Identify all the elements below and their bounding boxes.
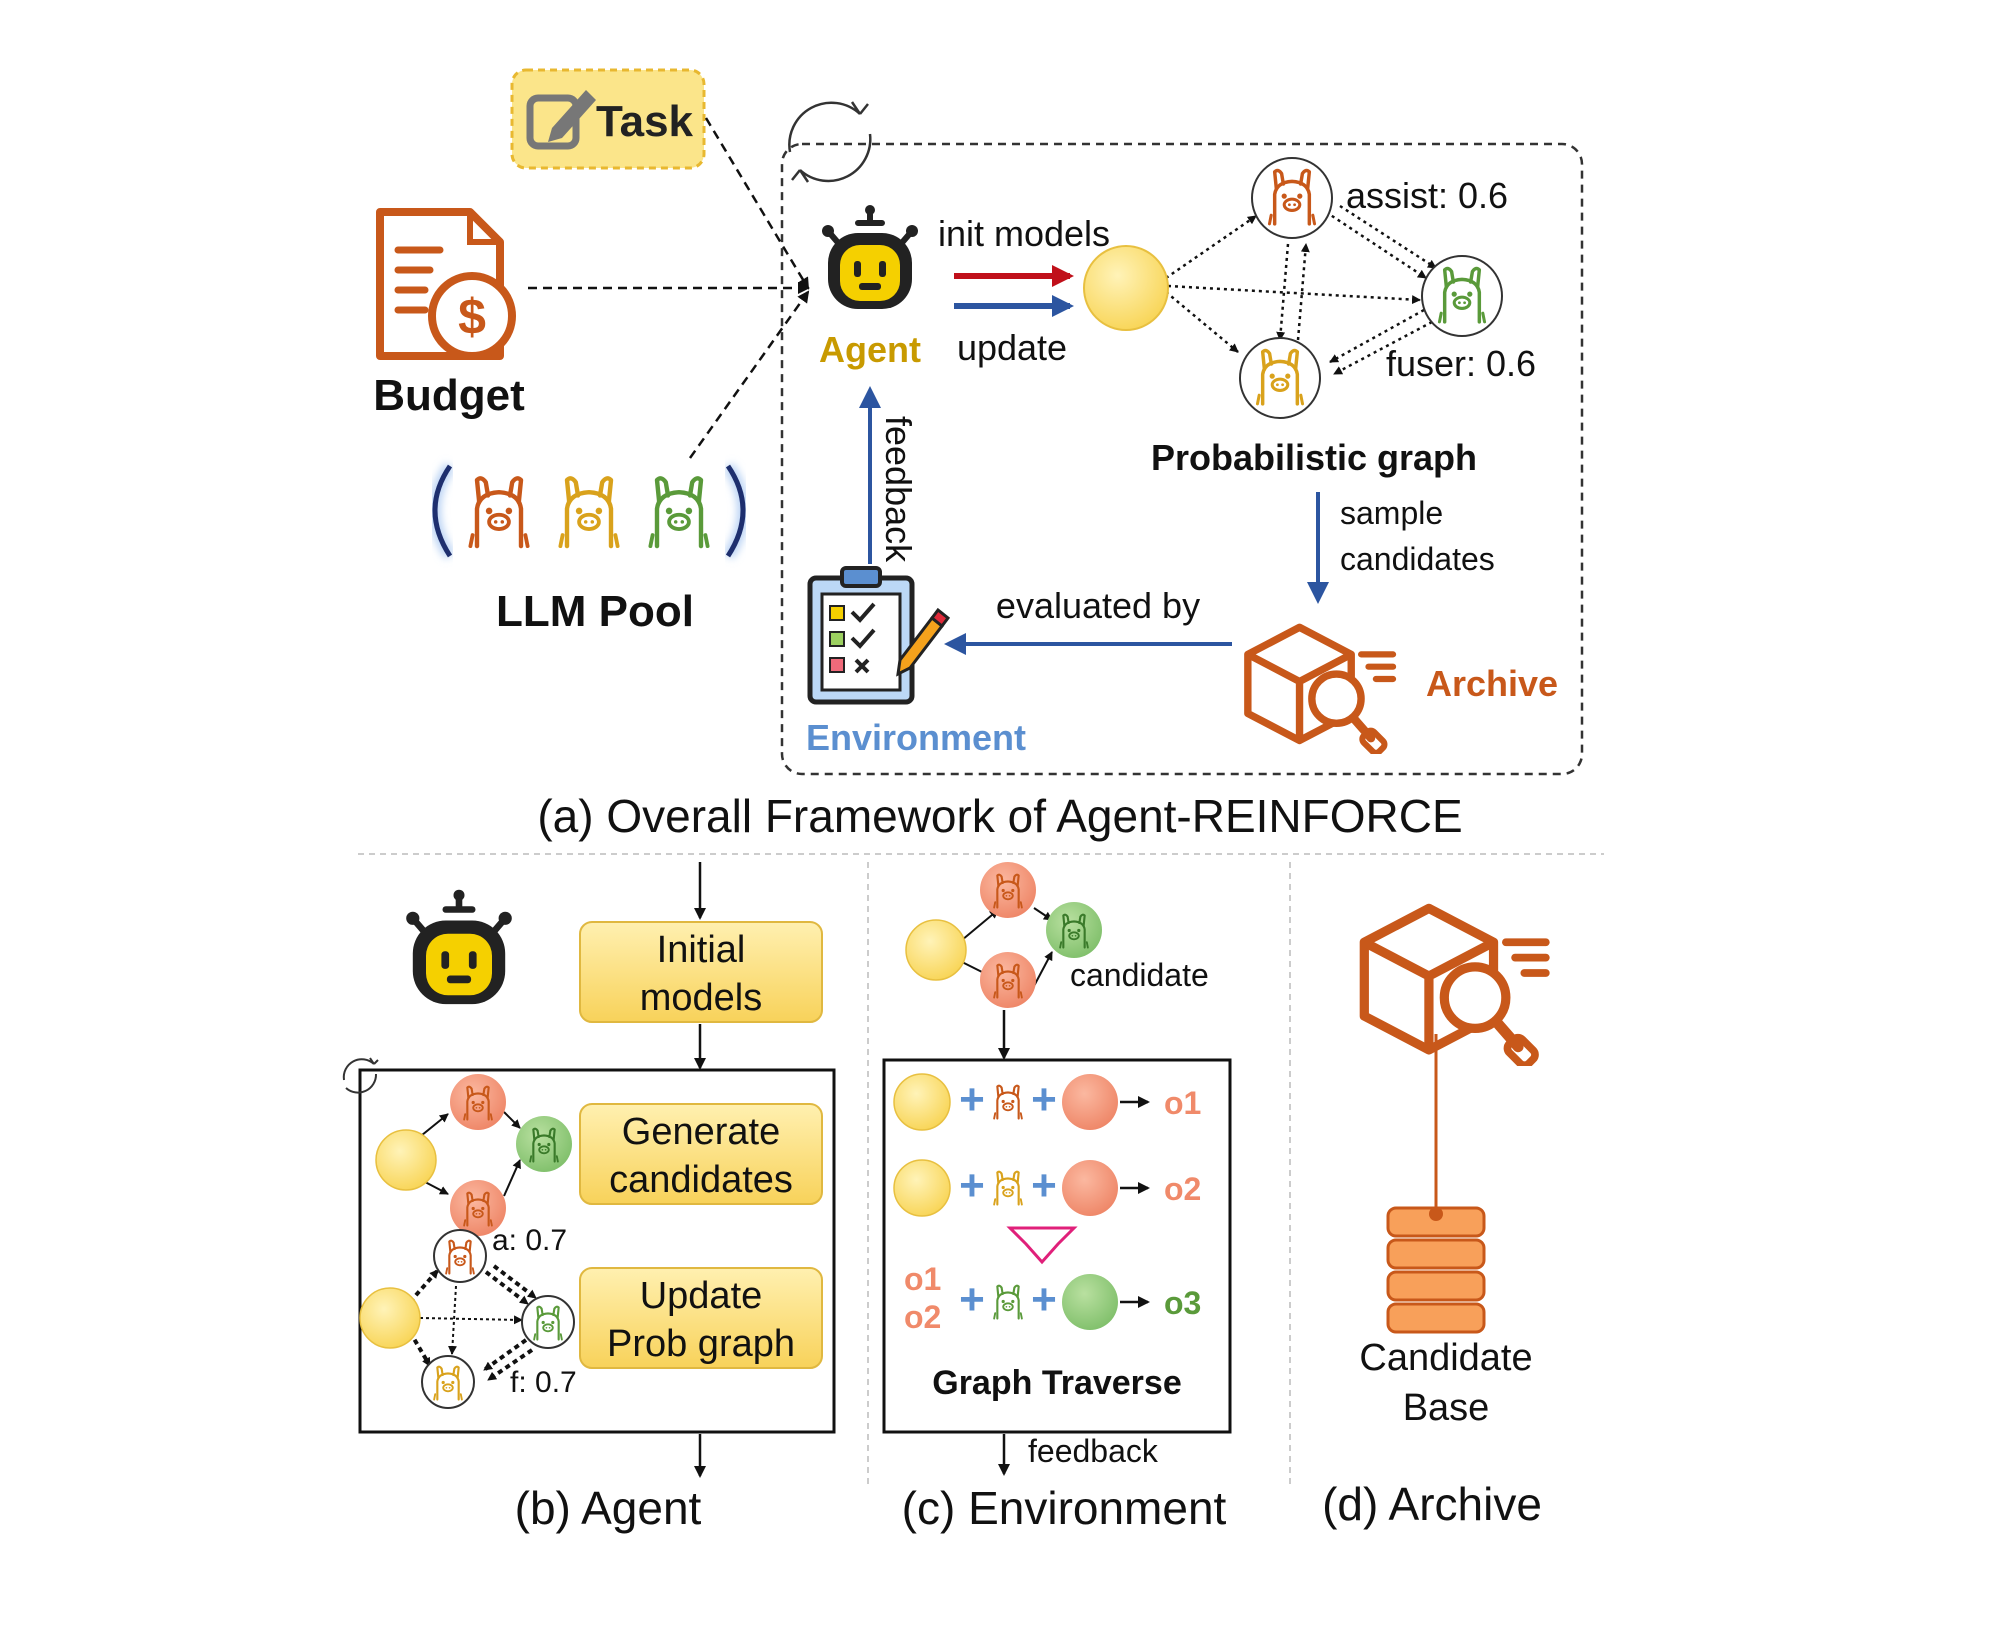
svg-text:$: $ xyxy=(458,289,486,345)
f-label: f: 0.7 xyxy=(510,1366,577,1399)
o3-output: o3 xyxy=(1164,1285,1201,1321)
feedback-label: feedback xyxy=(878,416,919,563)
agent-loop-box xyxy=(780,142,1584,776)
llama-icon xyxy=(470,478,527,546)
assist-label: assist: 0.6 xyxy=(1346,175,1508,216)
agent-label: Agent xyxy=(819,329,921,370)
pool-to-agent-arrow xyxy=(688,290,810,459)
candidate-base-line2: Base xyxy=(1403,1387,1490,1429)
o1-output: o1 xyxy=(1164,1085,1201,1121)
llama-icon xyxy=(560,478,617,546)
box-search-icon xyxy=(1248,627,1393,755)
task-to-agent-arrow xyxy=(704,117,810,290)
initial-line2: models xyxy=(640,977,763,1019)
llama-icon xyxy=(650,478,707,546)
archive-label: Archive xyxy=(1426,663,1558,704)
candidate-mini-graph xyxy=(375,1074,572,1236)
sample-label-2: candidates xyxy=(1340,541,1495,577)
svg-text:+: + xyxy=(1031,1075,1057,1124)
update-label: update xyxy=(957,327,1067,368)
prob-mini-graph xyxy=(359,1229,575,1409)
llm-pool-label: LLM Pool xyxy=(496,587,694,636)
traverse-row-3: o1 o2 + + o3 xyxy=(904,1261,1201,1335)
graph-traverse-label: Graph Traverse xyxy=(932,1364,1181,1402)
box-search-icon xyxy=(1364,908,1546,1067)
caption-b: (b) Agent xyxy=(515,1482,702,1534)
input-node xyxy=(1083,245,1169,331)
refresh-icon xyxy=(342,1057,379,1094)
update-prob-graph-box xyxy=(579,1267,823,1369)
traverse-row-1: + + o1 xyxy=(893,1073,1201,1131)
caption-a: (a) Overall Framework of Agent-REINFORCE xyxy=(537,790,1462,842)
init-models-label: init models xyxy=(938,213,1110,254)
o1-input: o1 xyxy=(904,1261,941,1297)
robot-icon xyxy=(406,890,512,1004)
sample-label-1: sample xyxy=(1340,495,1443,531)
clipboard-checklist-icon xyxy=(807,566,951,705)
update-line2: Prob graph xyxy=(607,1323,795,1365)
svg-text:+: + xyxy=(959,1275,985,1324)
probabilistic-graph xyxy=(1083,157,1503,419)
initial-models-box xyxy=(579,921,823,1023)
panel-c: candidate + + o1 + + o2 o1 o2 xyxy=(882,862,1232,1534)
task-label: Task xyxy=(596,97,694,146)
candidate-base-line1: Candidate xyxy=(1359,1337,1532,1379)
caption-d: (d) Archive xyxy=(1322,1478,1542,1530)
prob-graph-label: Probabilistic graph xyxy=(1151,437,1477,478)
robot-icon xyxy=(822,205,918,309)
svg-text:+: + xyxy=(1031,1161,1057,1210)
generate-line1: Generate xyxy=(622,1111,780,1153)
refresh-icon xyxy=(788,101,872,183)
initial-line1: Initial xyxy=(657,929,746,971)
panel-d: Candidate Base (d) Archive xyxy=(1322,908,1546,1530)
invoice-dollar-icon: $ xyxy=(376,208,516,360)
svg-text:+: + xyxy=(1031,1275,1057,1324)
fuser-label: fuser: 0.6 xyxy=(1386,343,1536,384)
edit-icon xyxy=(526,90,596,150)
svg-text:+: + xyxy=(959,1161,985,1210)
generate-candidates-box xyxy=(579,1103,823,1205)
candidate-label: candidate xyxy=(1070,957,1209,993)
database-icon xyxy=(1386,1206,1486,1334)
budget-label: Budget xyxy=(373,371,525,420)
generate-line2: candidates xyxy=(609,1159,793,1201)
candidate-graph xyxy=(905,862,1102,1008)
a-label: a: 0.7 xyxy=(492,1224,567,1257)
svg-text:+: + xyxy=(959,1075,985,1124)
o2-input: o2 xyxy=(904,1299,941,1335)
o2-output: o2 xyxy=(1164,1171,1201,1207)
llm-pool xyxy=(429,462,749,560)
evaluated-label: evaluated by xyxy=(996,585,1200,626)
down-hollow-arrow xyxy=(1006,1226,1078,1265)
environment-label: Environment xyxy=(806,717,1026,758)
panel-b: Initial models Generate candidates xyxy=(342,862,836,1534)
task-box: Task xyxy=(510,68,706,170)
caption-c: (c) Environment xyxy=(902,1482,1227,1534)
panel-a: Task $ Budget LLM Pool Agent xyxy=(373,68,1584,842)
traverse-row-2: + + o2 xyxy=(893,1159,1201,1217)
c-feedback-label: feedback xyxy=(1028,1433,1159,1469)
update-line1: Update xyxy=(640,1275,763,1317)
